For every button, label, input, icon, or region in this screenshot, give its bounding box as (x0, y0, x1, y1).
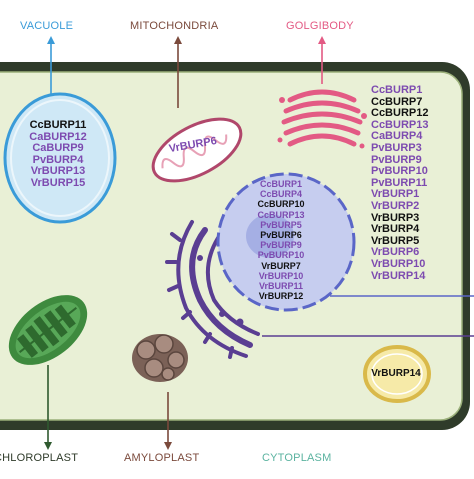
cytoplasm-label: CYTOPLASM (262, 452, 332, 464)
protein-label: PvBURP9 (371, 153, 422, 166)
protein-label: VrBURP15 (30, 176, 86, 189)
protein-label: VrBURP2 (371, 200, 420, 212)
vacuole-label: VACUOLE (20, 20, 74, 32)
golgi-icon (277, 89, 367, 149)
protein-label: CcBURP4 (259, 189, 303, 200)
protein-label: VrBURP7 (261, 260, 301, 271)
protein-label: CcBURP13 (257, 209, 305, 220)
protein-label: CcBURP10 (257, 199, 305, 210)
protein-label: CaBURP12 (29, 130, 87, 143)
protein-label: CcBURP11 (29, 119, 87, 131)
chloroplast-icon (8, 295, 88, 365)
protein-label: VrBURP10 (371, 258, 426, 270)
protein-label: CcBURP7 (371, 95, 423, 108)
protein-label: PvBURP11 (371, 176, 428, 189)
mitochondria-label: MITOCHONDRIA (130, 20, 219, 32)
protein-label: PvBURP6 (260, 230, 302, 240)
protein-label: VrBURP14 (371, 368, 421, 379)
protein-label: VrBURP4 (371, 223, 420, 236)
protein-label: PvBURP9 (260, 240, 302, 251)
amyloplast-label: AMYLOPLAST (124, 452, 200, 464)
protein-label: CcBURP12 (371, 107, 429, 120)
protein-label: VrBURP3 (371, 211, 420, 224)
protein-label: VrBURP14 (371, 269, 426, 282)
protein-label: CcBURP1 (259, 179, 303, 189)
protein-label: PvBURP10 (257, 250, 305, 261)
protein-label: VrBURP1 (371, 188, 420, 201)
protein-label: CcBURP13 (371, 118, 429, 131)
protein-label: PvBURP3 (371, 142, 422, 154)
cytoplasm-marker-icon (363, 345, 431, 403)
amyloplast-icon (132, 334, 188, 382)
protein-label: PvBURP4 (32, 153, 84, 166)
er-icon (165, 220, 260, 359)
golgibody-label: GOLGIBODY (286, 20, 354, 32)
mitochondria-icon (151, 117, 243, 183)
protein-label: PvBURP10 (371, 165, 428, 178)
protein-label: CaBURP4 (371, 130, 423, 143)
protein-label: CaBURP9 (32, 142, 84, 154)
protein-label: PvBURP5 (260, 219, 302, 230)
protein-label: CcBURP1 (371, 84, 423, 96)
protein-label: VrBURP12 (258, 291, 304, 302)
protein-label: VrBURP13 (30, 165, 86, 177)
chloroplast-label: CHLOROPLAST (0, 452, 79, 464)
protein-label: VrBURP5 (371, 234, 420, 247)
nucleolus-icon (246, 214, 294, 258)
protein-label: VrBURP6 (371, 246, 420, 259)
vacuole-icon (3, 92, 117, 224)
protein-label: VrBURP10 (258, 270, 304, 281)
protein-label: VrBURP11 (258, 281, 304, 291)
